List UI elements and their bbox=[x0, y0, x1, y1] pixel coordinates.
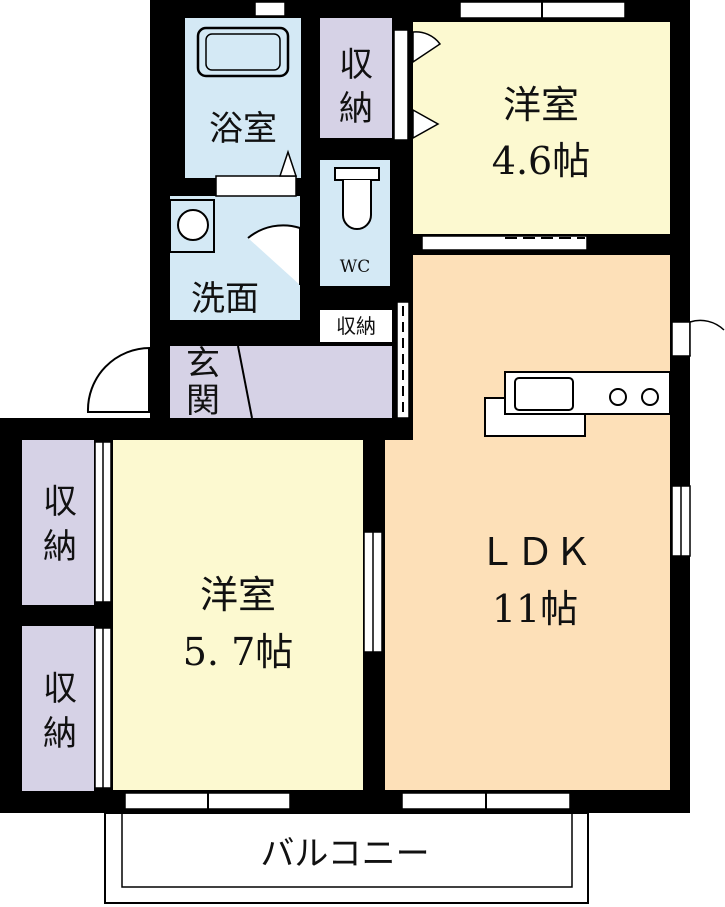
storage-small-label: 収納 bbox=[336, 314, 376, 338]
entrance-label-2: 関 bbox=[186, 381, 220, 421]
western-room-1-floor bbox=[413, 22, 670, 234]
western-1-sliding-door bbox=[421, 235, 588, 251]
western-room-2-size: 5. 7帖 bbox=[183, 630, 294, 674]
ldk-size: 11帖 bbox=[492, 587, 578, 631]
western-room-1-name: 洋室 bbox=[503, 83, 579, 127]
western-room-2-name: 洋室 bbox=[200, 573, 276, 617]
entrance-door-swing bbox=[86, 346, 151, 413]
washroom-door-swing bbox=[247, 224, 301, 285]
storage-left-lower-floor bbox=[22, 626, 94, 791]
bathtub-inner bbox=[205, 33, 281, 71]
storage-left-upper-label-1: 収 bbox=[43, 482, 77, 522]
kitchen-sink bbox=[514, 377, 574, 411]
storage-top-door bbox=[393, 29, 409, 141]
washbasin bbox=[177, 209, 209, 241]
storage-left-upper-floor bbox=[22, 440, 94, 605]
ldk-door-swing bbox=[689, 319, 725, 356]
storage-left-lower-label-2: 納 bbox=[43, 714, 77, 754]
bath-door-sill bbox=[215, 175, 297, 197]
washroom-label: 洗面 bbox=[191, 279, 259, 319]
storage-left-lower-label-1: 収 bbox=[43, 669, 77, 709]
western-room-1-size: 4.6帖 bbox=[492, 139, 590, 183]
toilet-tank bbox=[334, 167, 380, 181]
balcony-outline bbox=[104, 812, 589, 904]
storage-top-label-2: 納 bbox=[339, 89, 373, 129]
western-room-2-floor bbox=[113, 440, 363, 790]
western-1-door-upper bbox=[412, 31, 442, 64]
bath-label: 浴室 bbox=[209, 109, 277, 149]
ldk-name: ＬＤＫ bbox=[478, 530, 592, 574]
toilet-bowl bbox=[342, 180, 372, 230]
bathtub bbox=[196, 26, 290, 78]
stove-burner-right bbox=[641, 388, 659, 406]
storage-top-floor bbox=[320, 18, 392, 138]
entrance-label-1: 玄 bbox=[186, 344, 220, 384]
storage-top-label-1: 収 bbox=[339, 45, 373, 85]
balcony-inner bbox=[121, 812, 573, 888]
storage-left-upper-label-2: 納 bbox=[43, 527, 77, 567]
window-ldk-right-upper bbox=[671, 321, 691, 357]
window-bath bbox=[254, 1, 286, 17]
washbasin-counter bbox=[169, 199, 215, 253]
entrance-step bbox=[170, 346, 236, 418]
stove-burner-left bbox=[609, 388, 627, 406]
entrance-step-edge bbox=[237, 345, 253, 419]
ldk-floor bbox=[385, 255, 670, 790]
western-1-door-lower bbox=[412, 108, 440, 140]
storage-small-floor bbox=[320, 310, 392, 342]
bath-floor bbox=[185, 18, 301, 178]
wc-label: WC bbox=[340, 257, 370, 277]
bath-door-triangle bbox=[278, 149, 298, 177]
balcony-label: バルコニー bbox=[260, 834, 429, 874]
